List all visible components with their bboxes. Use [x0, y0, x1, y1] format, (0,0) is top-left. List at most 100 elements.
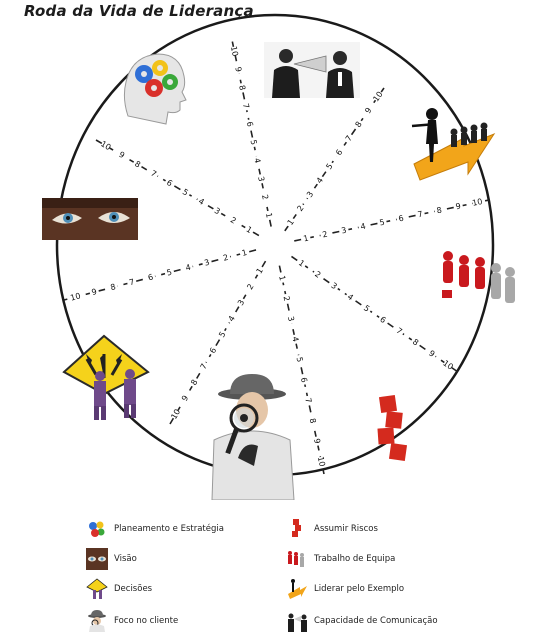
scale-tick-background	[295, 203, 306, 213]
scale-tick-background	[377, 217, 387, 228]
scale-tick-label: 9	[233, 66, 243, 73]
scale-tick-background	[320, 229, 330, 240]
scale-tick-background	[290, 334, 300, 344]
leader-arrow-icon	[286, 578, 308, 600]
scale-tick-background	[296, 258, 307, 268]
scale-tick-background	[264, 210, 274, 220]
scale-tick-background	[208, 345, 218, 356]
scale-tick-label: 4	[315, 176, 325, 185]
scale-tick-label: 2	[322, 230, 329, 240]
scale-tick-label: 1	[264, 212, 274, 219]
scale-tick-background	[89, 287, 99, 297]
scale-tick-label: 9	[363, 106, 373, 115]
scale-tick-background	[189, 377, 200, 387]
scale-tick-background	[294, 355, 305, 365]
scale-tick-label: 2	[282, 295, 292, 302]
legend-label: Capacidade de Comunicação	[314, 616, 438, 626]
scale-tick-label: 8	[237, 84, 247, 91]
scale-tick-label: 1	[255, 266, 265, 275]
scale-tick-background	[245, 282, 256, 292]
scale-tick-label: 7	[417, 210, 424, 220]
scale-tick-background	[301, 233, 311, 244]
scale-tick-label: 5	[362, 303, 371, 313]
megaphone-talk-icon	[286, 610, 308, 632]
leader-arrow-icon	[411, 108, 496, 181]
scale-tick-background	[308, 416, 318, 426]
customer-focus-illustration	[204, 370, 300, 501]
scale-tick-background	[244, 225, 254, 235]
scale-tick-background	[324, 161, 335, 172]
scale-tick-background	[237, 83, 247, 93]
team-figures-icon	[286, 548, 308, 570]
scale-tick-background	[378, 315, 388, 325]
scale-tick-label: 10	[316, 456, 327, 468]
gears-head-icon	[123, 53, 187, 125]
legend-label: Visão	[114, 554, 137, 564]
scale-tick-label: 5	[249, 139, 259, 146]
scale-tick-background	[453, 201, 463, 212]
scale-tick-label: 9	[180, 394, 190, 403]
scale-tick-label: 5	[166, 268, 173, 278]
scale-tick-label: 2	[245, 282, 255, 291]
scale-tick-background	[345, 292, 355, 302]
scale-tick-background	[315, 175, 325, 185]
scale-tick-background	[260, 192, 270, 202]
scale-tick-label: 4	[360, 222, 367, 232]
scale-tick-background	[305, 189, 315, 199]
scale-tick-label: 6	[334, 148, 344, 157]
scale-tick-background	[117, 150, 127, 160]
scale-tick-label: 6	[245, 121, 255, 128]
scale-tick-background	[180, 393, 190, 403]
scale-tick-background	[281, 293, 292, 304]
scale-tick-background	[363, 105, 373, 116]
scale-tick-background	[329, 281, 339, 291]
legend-item: Assumir Riscos	[286, 518, 378, 540]
scale-tick-label: 4	[227, 314, 237, 323]
scale-tick-label: 6	[398, 214, 405, 224]
scale-tick-background	[316, 456, 326, 467]
scale-tick-background	[334, 147, 344, 158]
scale-tick-background	[415, 209, 425, 220]
scale-tick-label: 1	[303, 234, 310, 244]
scale-tick-label: 8	[308, 417, 318, 424]
scale-tick-background	[148, 169, 159, 179]
vision-illustration	[42, 198, 138, 240]
scale-tick-background	[70, 292, 81, 302]
scale-tick-label: 5	[295, 356, 305, 363]
scale-tick-label: 10	[69, 291, 81, 302]
scale-tick-label: 10	[441, 358, 455, 371]
scale-tick-background	[227, 314, 237, 324]
scale-tick-label: 4	[197, 197, 206, 207]
scale-tick-background	[233, 64, 243, 75]
scale-tick-label: 3	[305, 190, 315, 199]
scale-tick-label: 8	[109, 282, 116, 292]
scale-tick-background	[239, 248, 250, 258]
scale-tick-background	[183, 263, 193, 273]
scale-tick-label: 4	[252, 157, 262, 164]
legend-label: Assumir Riscos	[314, 524, 378, 534]
scale-tick-label: 6	[147, 272, 154, 282]
scale-tick-label: 10	[99, 139, 112, 152]
scale-tick-label: 7	[199, 362, 209, 371]
scale-tick-label: 9	[117, 150, 126, 160]
scale-tick-background	[221, 253, 231, 263]
legend-item: Decisões	[86, 578, 152, 600]
crossroads-sign-icon	[86, 578, 108, 600]
scale-tick-label: 10	[471, 197, 483, 208]
scale-tick-label: 2	[313, 270, 322, 280]
scale-tick-label: 6	[208, 346, 218, 355]
scale-tick-label: 1	[277, 275, 287, 282]
scale-tick-background	[228, 215, 238, 226]
scale-tick-label: 3	[236, 298, 246, 307]
scale-tick-label: 5	[181, 187, 190, 197]
scale-tick-background	[133, 159, 143, 170]
scale-tick-background	[252, 156, 262, 166]
page-title: Roda da Vida de Liderança	[24, 2, 254, 20]
gears-head-icon	[86, 518, 108, 540]
scale-tick-background	[236, 298, 246, 308]
scale-tick-label: 1	[241, 248, 248, 258]
scale-tick-label: 6	[299, 377, 309, 384]
scale-tick-background	[101, 141, 111, 151]
legend-item: Planeamento e Estratégia	[86, 518, 224, 540]
